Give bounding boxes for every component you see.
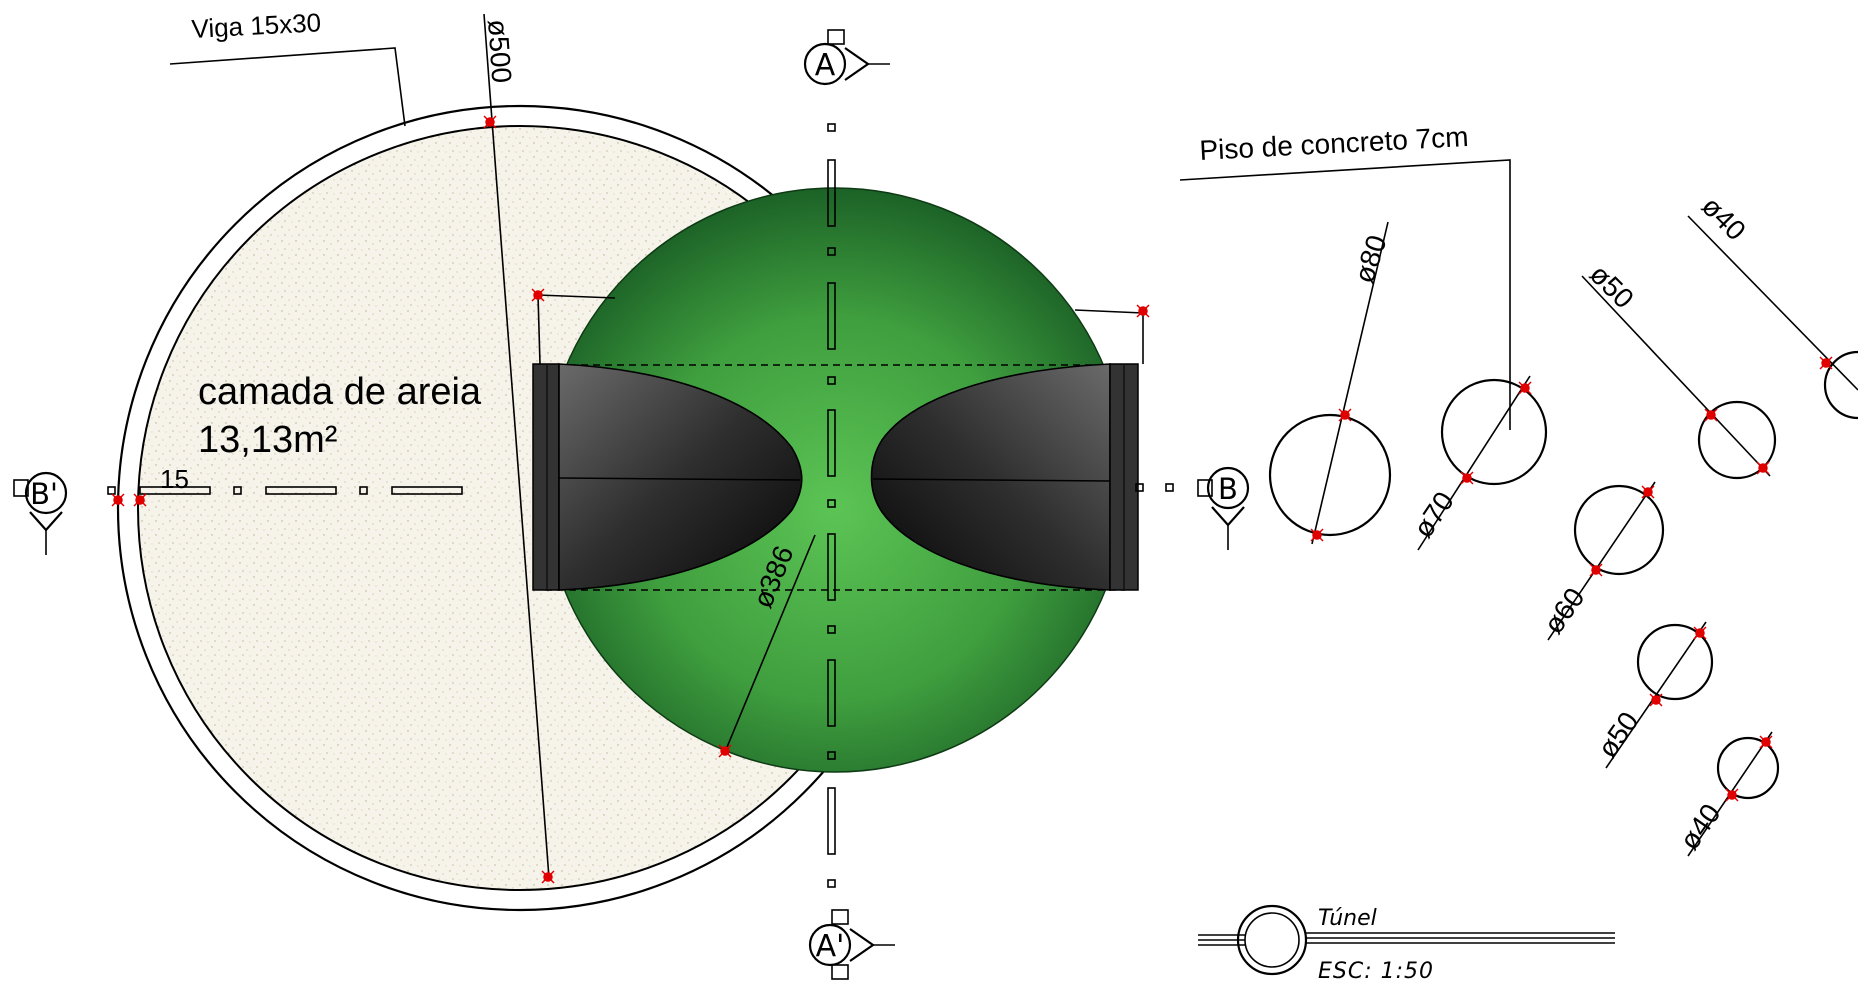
- section-marker-b-left: B': [13, 471, 68, 555]
- left-funnel-body: [558, 363, 803, 591]
- section-marker-a-bottom-letter: A': [816, 929, 845, 964]
- left-leader-drop: [537, 294, 541, 365]
- title-block-title: Túnel: [1318, 906, 1377, 931]
- left-funnel: [532, 363, 803, 591]
- pipe-circle-80: ø80: [1268, 221, 1393, 545]
- left-leader: [537, 294, 616, 299]
- pipe-circle-40-upper: ø40: [1687, 190, 1858, 420]
- beam-label: Viga 15x30: [191, 7, 322, 44]
- section-marker-a-bottom: A': [808, 909, 895, 980]
- pipe-circle-50-upper-label: ø50: [1584, 258, 1640, 314]
- title-block-scale: ESC: 1:50: [1318, 959, 1434, 984]
- outer-diameter-label: ø500: [482, 18, 517, 84]
- floor-label: Piso de concreto 7cm: [1199, 121, 1470, 166]
- pipe-circle-70: ø70: [1407, 375, 1548, 551]
- section-marker-b-left-letter: B': [30, 477, 58, 511]
- pipe-circle-40-upper-label: ø40: [1696, 190, 1752, 246]
- sphere-diameter-line: [724, 534, 816, 753]
- right-funnel-body: [870, 363, 1111, 591]
- title-block: Túnel ESC: 1:50: [1198, 904, 1615, 984]
- right-funnel: [870, 363, 1139, 591]
- pipe-circle-50-upper: ø50: [1581, 258, 1777, 480]
- pipe-circle-60: ø60: [1538, 481, 1665, 641]
- section-marker-a-top-letter: A: [815, 48, 836, 83]
- dim-15-label: 15: [160, 464, 189, 494]
- left-funnel-centerline: [558, 477, 801, 481]
- floor-leader: [1179, 159, 1511, 430]
- sand-layer-label: camada de areia: [198, 371, 482, 413]
- left-funnel-flange: [532, 363, 560, 591]
- axis-b: [107, 483, 1174, 495]
- snap-markers: [111, 115, 1833, 884]
- sand-area-label: 13,13m²: [198, 419, 337, 461]
- pipe-circle-40-lower: ø40: [1674, 731, 1780, 857]
- axis-a: [827, 123, 836, 888]
- pipe-circle-50-lower-label: ø50: [1592, 706, 1645, 763]
- pipe-circle-40-lower-label: ø40: [1674, 798, 1727, 855]
- pipe-circle-80-label: ø80: [1348, 231, 1392, 286]
- section-marker-b-right-letter: B: [1218, 472, 1238, 506]
- right-leader: [1074, 309, 1144, 314]
- beam-leader: [169, 47, 406, 127]
- section-marker-a-top: A: [803, 29, 890, 86]
- right-funnel-centerline: [872, 478, 1111, 482]
- section-marker-b-right: B: [1197, 466, 1250, 550]
- pipe-circle-70-label: ø70: [1407, 486, 1460, 543]
- pipe-circle-60-label: ø60: [1538, 582, 1591, 639]
- outer-diameter-line: [483, 13, 550, 879]
